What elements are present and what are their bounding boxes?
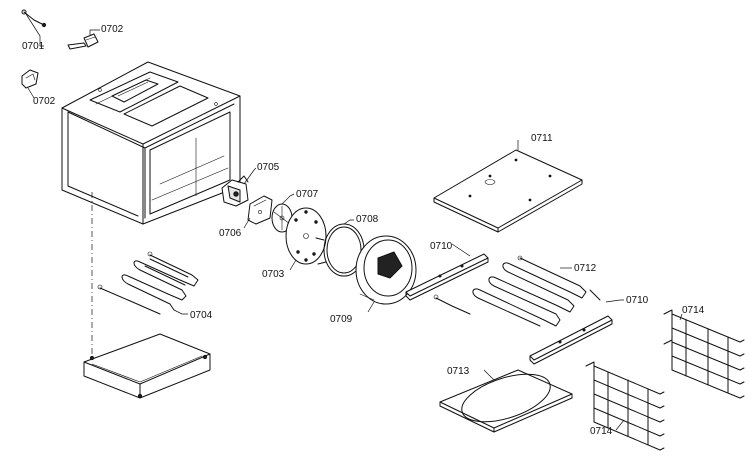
label-0710-lower: 0710 bbox=[626, 295, 649, 306]
label-0701: 0701 bbox=[22, 41, 45, 52]
label-0704: 0704 bbox=[190, 310, 213, 321]
leader-lines bbox=[25, 13, 683, 431]
part-0714-rack-guide-right bbox=[663, 309, 745, 399]
label-0708: 0708 bbox=[356, 214, 379, 225]
part-0701-wire bbox=[21, 9, 47, 28]
part-drip-tray bbox=[83, 333, 211, 399]
part-0703-baffle-plate bbox=[285, 207, 327, 265]
label-0709: 0709 bbox=[330, 314, 353, 325]
label-0713: 0713 bbox=[447, 366, 470, 377]
label-0705: 0705 bbox=[257, 162, 280, 173]
part-0711-bottom-plate bbox=[433, 149, 583, 233]
part-0714-rack-guide-bottom bbox=[585, 361, 665, 451]
label-0702-left: 0702 bbox=[33, 96, 56, 107]
part-0713-gasket-frame bbox=[439, 369, 573, 433]
part-0709-convection-cover bbox=[355, 235, 417, 305]
part-0702-connector-top bbox=[67, 33, 99, 50]
label-0712: 0712 bbox=[574, 263, 597, 274]
label-0710-upper: 0710 bbox=[430, 241, 453, 252]
label-0702-top: 0702 bbox=[101, 24, 124, 35]
part-0704-bake-element bbox=[97, 251, 199, 315]
callout-labels: 0701 0702 0702 0703 0704 0705 0706 0707 … bbox=[22, 24, 705, 437]
label-0714-bottom: 0714 bbox=[590, 426, 613, 437]
part-0706-bracket bbox=[247, 195, 273, 225]
part-0710-rail-lower bbox=[529, 315, 613, 365]
label-0707: 0707 bbox=[296, 189, 319, 200]
part-0710-rail-upper bbox=[405, 253, 489, 301]
part-oven-cavity bbox=[61, 61, 241, 225]
label-0706: 0706 bbox=[219, 228, 242, 239]
label-0711: 0711 bbox=[531, 133, 553, 144]
label-0703: 0703 bbox=[262, 269, 285, 280]
part-0712-broil-element bbox=[433, 255, 601, 327]
part-0705-fan-motor bbox=[221, 175, 249, 207]
part-0702-switch-left bbox=[21, 69, 39, 89]
label-0714-right: 0714 bbox=[682, 305, 705, 316]
